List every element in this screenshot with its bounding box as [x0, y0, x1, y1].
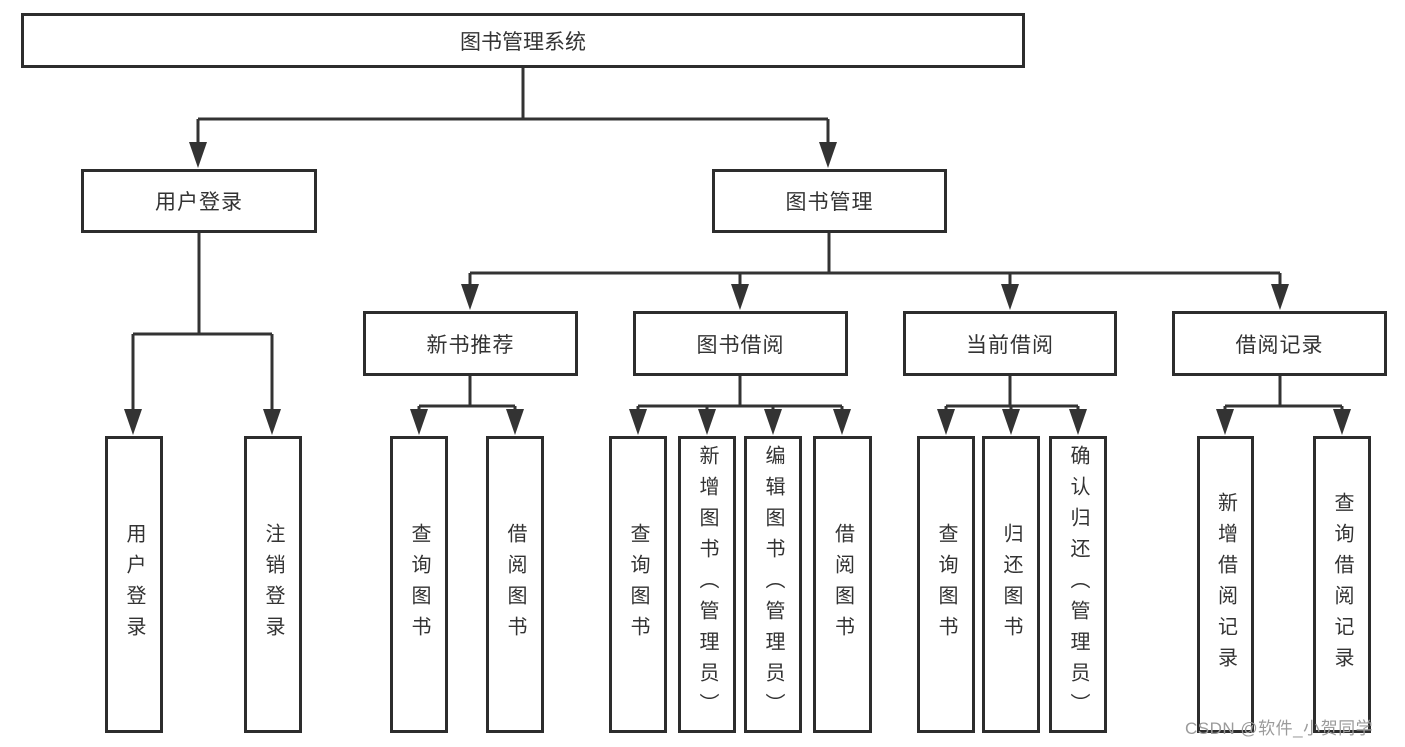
node-user-login: 用户登录	[81, 169, 317, 233]
node-label: 查询图书	[627, 522, 649, 647]
node-label: 查询图书	[935, 522, 957, 647]
node-current-borrow: 当前借阅	[903, 311, 1117, 376]
node-label: 借阅记录	[1235, 333, 1324, 357]
node-label: 图书借阅	[696, 333, 785, 357]
node-new-book-recommend: 新书推荐	[363, 311, 578, 376]
node-label: 用户登录	[123, 522, 145, 647]
node-book-management: 图书管理	[712, 169, 947, 233]
node-confirm-return-admin: 确认归还（管理员）	[1049, 436, 1107, 733]
node-label: 新增借阅记录	[1214, 491, 1237, 678]
arrowhead-icons	[124, 142, 1351, 435]
node-label: 借阅图书	[504, 522, 526, 647]
node-label: 新书推荐	[426, 333, 515, 357]
node-root: 图书管理系统	[21, 13, 1025, 68]
node-label: 编辑图书（管理员）	[762, 445, 784, 724]
node-label: 确认归还（管理员）	[1067, 445, 1089, 724]
node-add-borrow-record: 新增借阅记录	[1197, 436, 1254, 733]
node-label: 查询借阅记录	[1331, 491, 1353, 678]
watermark: CSDN @软件_小贺同学	[1185, 719, 1374, 738]
node-add-book-admin: 新增图书（管理员）	[678, 436, 736, 733]
node-logout: 注销登录	[244, 436, 302, 733]
node-book-borrow: 图书借阅	[633, 311, 848, 376]
node-label: 图书管理	[785, 191, 874, 214]
node-label: 新增图书（管理员）	[696, 445, 718, 724]
node-login: 用户登录	[105, 436, 163, 733]
node-label: 借阅图书	[831, 522, 854, 647]
node-query-books-current: 查询图书	[917, 436, 975, 733]
node-query-books-recommend: 查询图书	[390, 436, 448, 733]
node-label: 用户登录	[155, 191, 243, 214]
node-query-books-borrow: 查询图书	[609, 436, 667, 733]
node-label: 注销登录	[262, 522, 284, 647]
node-borrow-books-recommend: 借阅图书	[486, 436, 544, 733]
node-label: 当前借阅	[966, 333, 1054, 357]
node-edit-book-admin: 编辑图书（管理员）	[744, 436, 802, 733]
node-borrow-records: 借阅记录	[1172, 311, 1387, 376]
node-borrow-books: 借阅图书	[813, 436, 872, 733]
node-query-borrow-record: 查询借阅记录	[1313, 436, 1371, 733]
node-label: 归还图书	[1000, 522, 1022, 647]
node-label: 图书管理系统	[460, 30, 586, 54]
node-return-book: 归还图书	[982, 436, 1040, 733]
node-label: 查询图书	[408, 522, 430, 647]
